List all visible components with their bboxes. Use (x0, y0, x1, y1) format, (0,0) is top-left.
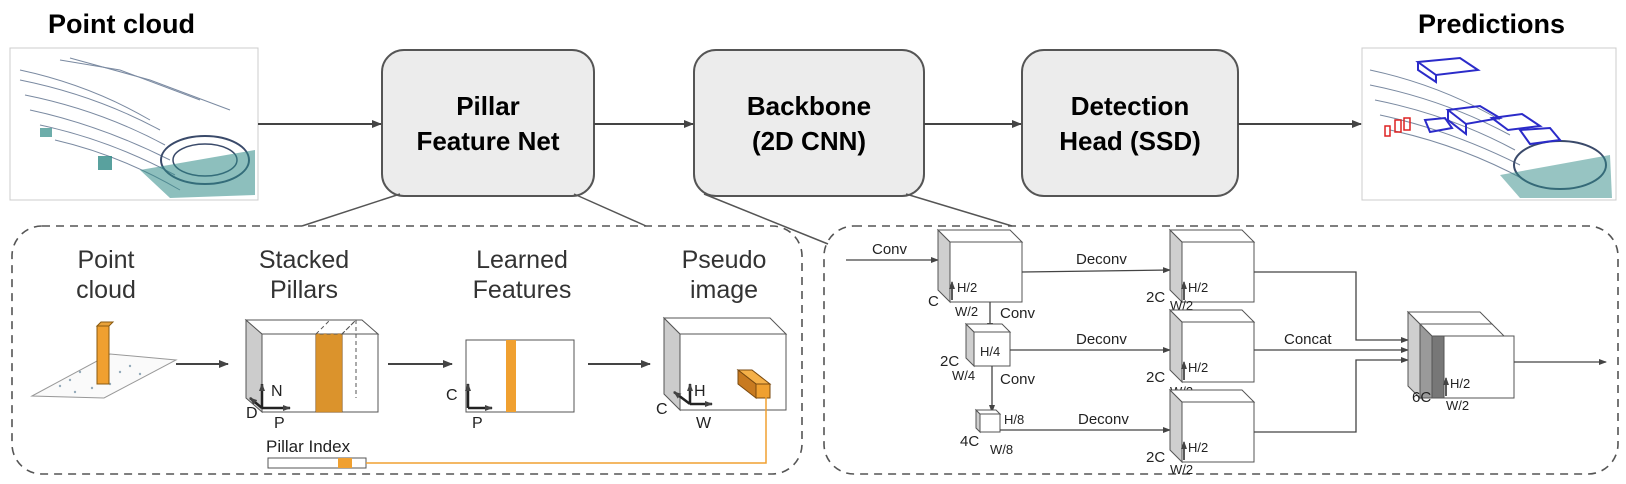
learned-features-label-line1: Learned (476, 246, 568, 274)
pillar-index-scatter-line (366, 396, 767, 464)
deconv3-feature-map (1168, 388, 1256, 464)
stacked-pillars-cube (244, 318, 380, 414)
b3-c-label: 4C (960, 433, 979, 450)
pfn-detail-panel (11, 225, 803, 475)
d2-h-label: H/2 (1188, 360, 1208, 375)
b2-w-label: W/4 (952, 368, 975, 383)
b2-c-label: 2C (940, 353, 959, 370)
stacked-pillars-label-line2: Pillars (270, 276, 338, 304)
pseudo-image-label-line2: image (690, 276, 758, 304)
d3-c-label: 2C (1146, 449, 1165, 466)
learned-axis-c-label: C (446, 387, 458, 404)
stacked-axes (249, 383, 291, 411)
block1-feature-map (936, 228, 1024, 304)
predictions-image (1361, 47, 1617, 201)
backbone-label-line1: Backbone (747, 91, 871, 121)
pillar-feature-net-box: Pillar Feature Net (381, 49, 595, 197)
pfn-label-line1: Pillar (456, 91, 520, 121)
pfn-point-cloud-label-line1: Point (78, 246, 135, 274)
d3-w-label: W/2 (1170, 462, 1193, 477)
stacked-pillars-label-line1: Stacked (259, 246, 349, 274)
pseudo-axes (673, 383, 713, 407)
deconv3-label: Deconv (1078, 411, 1129, 428)
head-label-line2: Head (SSD) (1059, 126, 1201, 156)
pillar-index-bar (267, 457, 367, 469)
b1-h-label: H/2 (957, 280, 977, 295)
deconv1-label: Deconv (1076, 251, 1127, 268)
output-title: Predictions (1418, 9, 1565, 39)
d3-h-label: H/2 (1188, 440, 1208, 455)
deconv2-label: Deconv (1076, 331, 1127, 348)
input-title: Point cloud (48, 9, 195, 39)
pseudo-image-cube (662, 316, 788, 412)
backbone-detail-panel (823, 225, 1619, 475)
b1-c-label: C (928, 293, 939, 310)
d1-h-label: H/2 (1188, 280, 1208, 295)
concat-label: Concat (1284, 331, 1332, 348)
d2-c-label: 2C (1146, 369, 1165, 386)
cat-w-label: W/2 (1446, 398, 1469, 413)
zoom-connectors (301, 193, 1013, 245)
d1-w-label: W/2 (1170, 298, 1193, 313)
learned-axes (465, 383, 493, 411)
small-point-cloud-icon (30, 321, 178, 399)
learned-features-rect (465, 339, 575, 413)
conv3-label: Conv (1000, 371, 1036, 388)
deconv1-arrow (1021, 267, 1171, 274)
pillar-index-label: Pillar Index (266, 437, 351, 456)
backbone-label-line2: (2D CNN) (752, 126, 866, 156)
concat-arrows (1254, 271, 1409, 433)
head-label-line1: Detection (1071, 91, 1189, 121)
axis-p-label: P (274, 415, 285, 432)
d1-c-label: 2C (1146, 289, 1165, 306)
b2-h-label: H/4 (980, 344, 1000, 359)
deconv2-feature-map (1168, 308, 1256, 384)
detection-head-box: Detection Head (SSD) (1021, 49, 1239, 197)
pseudo-axis-c-label: C (656, 401, 668, 418)
cat-h-label: H/2 (1450, 376, 1470, 391)
block2-feature-map (964, 322, 1012, 368)
pseudo-axis-w-label: W (696, 415, 712, 432)
concat-feature-map (1406, 310, 1515, 400)
block3-feature-map (974, 408, 1002, 434)
input-point-cloud-image (9, 47, 259, 201)
conv1-label: Conv (872, 241, 908, 258)
pfn-label-line2: Feature Net (416, 126, 559, 156)
learned-features-label-line2: Features (473, 276, 572, 304)
axis-n-label: N (271, 383, 283, 400)
backbone-box: Backbone (2D CNN) (693, 49, 925, 197)
conv2-label: Conv (1000, 305, 1036, 322)
pfn-point-cloud-label-line2: cloud (76, 276, 136, 304)
b3-h-label: H/8 (1004, 412, 1024, 427)
b1-w-label: W/2 (955, 304, 978, 319)
cat-c-label: 6C (1412, 389, 1431, 406)
pseudo-image-label-line1: Pseudo (682, 246, 767, 274)
b3-w-label: W/8 (990, 442, 1013, 457)
deconv1-feature-map (1168, 228, 1256, 304)
pseudo-axis-h-label: H (694, 383, 706, 400)
axis-d-label: D (246, 405, 258, 422)
learned-axis-p-label: P (472, 415, 483, 432)
